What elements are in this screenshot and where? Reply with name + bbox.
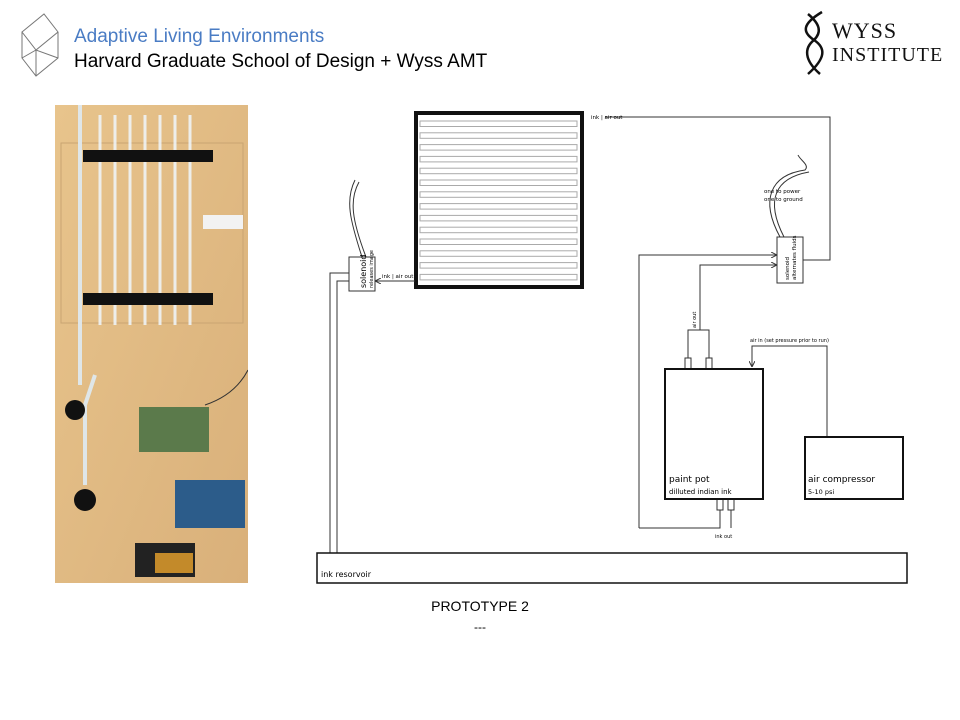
tube xyxy=(419,167,578,175)
tube xyxy=(419,262,578,269)
header-title: Adaptive Living Environments xyxy=(74,26,325,47)
right-solenoid xyxy=(776,236,804,284)
ink-reservoir xyxy=(316,552,908,584)
ink-out-label: ink out xyxy=(715,534,732,540)
tube xyxy=(419,214,578,222)
left-solenoid-desc: releases image xyxy=(369,250,375,288)
print-panel xyxy=(414,111,584,289)
wyss-logo-line1: WYSS xyxy=(832,18,898,43)
paint-pot-desc: dilluted indian ink xyxy=(669,488,733,496)
caption-title: PROTOTYPE 2 xyxy=(431,598,529,614)
left-solenoid-name: solenoid xyxy=(359,255,368,288)
tube xyxy=(419,120,578,127)
air-out-label: air out xyxy=(692,312,698,328)
caption-sub: --- xyxy=(474,620,486,634)
tube xyxy=(419,132,578,139)
reservoir-label: ink resorvoir xyxy=(321,570,372,579)
tube xyxy=(419,226,578,234)
tube xyxy=(419,273,578,281)
air-compressor-desc: 5-10 psi xyxy=(808,488,834,496)
paint-pot-name: paint pot xyxy=(669,475,710,485)
paint-pot xyxy=(664,368,764,500)
tube xyxy=(419,203,578,210)
tube xyxy=(419,238,578,245)
air-in-label: air in (set pressure prior to run) xyxy=(750,338,829,344)
air-compressor-name: air compressor xyxy=(808,475,875,485)
wire-note-2: one to ground xyxy=(764,197,803,203)
top-pipe-label: ink | air out xyxy=(591,115,623,121)
tube xyxy=(419,144,578,151)
wyss-logo-line2: INSTITUTE xyxy=(832,44,944,66)
air-compressor xyxy=(804,436,904,500)
left-pipe-label: ink | air out xyxy=(382,274,414,280)
wyss-helix-icon xyxy=(804,10,824,75)
tube xyxy=(419,179,578,186)
wire-note-1: one to power xyxy=(764,189,801,195)
header-subtitle: Harvard Graduate School of Design + Wyss… xyxy=(74,51,488,72)
tube xyxy=(419,155,578,163)
tube xyxy=(419,191,578,198)
tube xyxy=(419,250,578,257)
ale-logo-icon xyxy=(21,13,59,77)
right-solenoid-name: solenoid xyxy=(785,257,791,280)
right-solenoid-desc: alternates fluids xyxy=(792,235,798,280)
left-solenoid xyxy=(348,256,376,292)
prototype-photo xyxy=(55,105,248,583)
